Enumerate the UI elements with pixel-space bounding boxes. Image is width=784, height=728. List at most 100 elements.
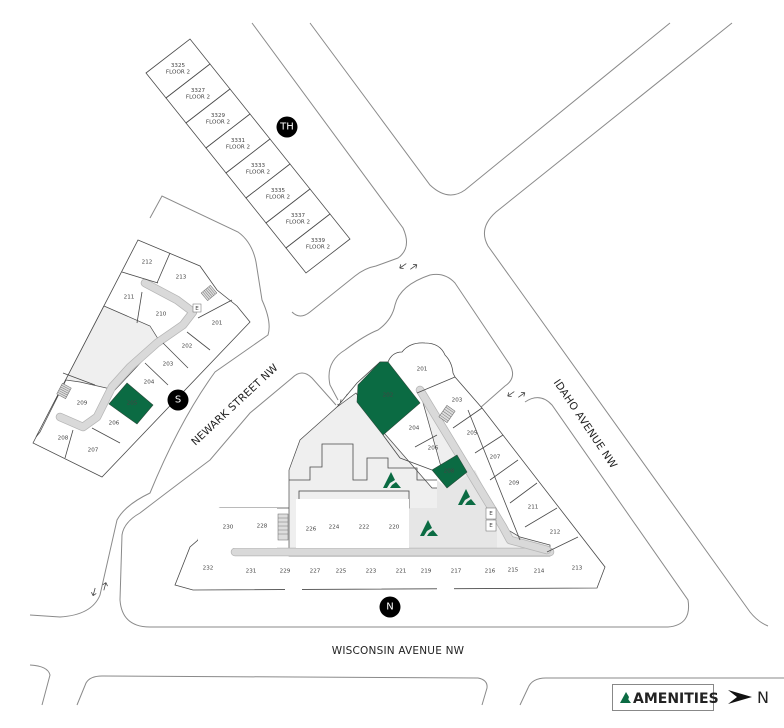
amenity-icon[interactable] — [458, 489, 476, 505]
marker-townhouses[interactable]: TH — [276, 116, 298, 138]
elevator-box — [485, 519, 497, 532]
unit-label-224[interactable]: 224 — [329, 525, 340, 531]
unit-label-207[interactable]: 207 — [490, 455, 501, 461]
unit-label-206[interactable]: 206 — [109, 421, 120, 427]
townhouse-unit-floor: FLOOR 2 — [206, 120, 230, 126]
unit-label-201[interactable]: 201 — [212, 321, 223, 327]
amenity-icon-notch — [626, 699, 631, 703]
unit-label-228[interactable]: 228 — [257, 524, 268, 530]
unit-label-210[interactable]: 210 — [156, 312, 167, 318]
unit-label-211[interactable]: 211 — [124, 295, 135, 301]
south-building: 212 213 211 210 201 202 203 204 205 206 209 208 207 E — [32, 239, 251, 478]
south-common-area — [35, 305, 161, 438]
townhouse-unit-floor: FLOOR 2 — [286, 220, 310, 226]
unit-label-202[interactable]: 202 — [182, 344, 193, 350]
unit-label-231[interactable]: 231 — [246, 569, 257, 575]
townhouse-unit-number: 3337 — [291, 213, 306, 219]
ne-wing-corridor — [416, 386, 551, 554]
unit-label-220[interactable]: 220 — [389, 525, 400, 531]
unit-label-203[interactable]: 203 — [163, 362, 174, 368]
townhouse-unit-number: 3327 — [191, 88, 206, 94]
amenity-markers — [383, 472, 476, 536]
south-corridor — [56, 279, 197, 431]
arrow-pair-icon — [399, 263, 418, 270]
north-unit-walls — [198, 499, 454, 590]
unit-label-204[interactable]: 204 — [144, 380, 155, 386]
street-label-idaho: IDAHO AVENUE NW — [551, 377, 620, 471]
unit-label-208[interactable]: 208 — [444, 469, 455, 475]
unit-label-201[interactable]: 201 — [417, 367, 428, 373]
curb-south-middle — [76, 675, 488, 706]
amenity-icon[interactable] — [420, 520, 438, 536]
townhouse-unit-floor: FLOOR 2 — [306, 245, 330, 251]
unit-label-205[interactable]: 205 — [127, 401, 138, 407]
unit-label-205[interactable]: 205 — [467, 431, 478, 437]
unit-label-208[interactable]: 208 — [58, 436, 69, 442]
marker-s-label: S — [175, 395, 181, 406]
unit-label-217[interactable]: 217 — [451, 569, 462, 575]
unit-205-highlight[interactable] — [108, 382, 154, 425]
unit-label-206[interactable]: 206 — [428, 446, 439, 452]
unit-label-207[interactable]: 207 — [88, 448, 99, 454]
unit-label-225[interactable]: 225 — [336, 569, 347, 575]
marker-north[interactable]: N — [379, 596, 401, 618]
north-building: 201 202 203 204 205 206 207 208 209 211 212 213 214 2… — [174, 342, 606, 591]
unit-label-209[interactable]: 209 — [509, 481, 520, 487]
north-arrow-icon — [728, 690, 752, 704]
curb-south-right — [519, 677, 784, 706]
elevator-label: E — [489, 511, 493, 517]
curb-alley — [29, 195, 270, 618]
unit-208-highlight[interactable] — [431, 454, 468, 489]
unit-label-202[interactable]: 202 — [383, 393, 394, 399]
townhouse-unit-number: 3325 — [171, 63, 186, 69]
elevator-label: E — [195, 306, 199, 312]
marker-n-label: N — [386, 602, 393, 613]
unit-label-213[interactable]: 213 — [572, 566, 583, 572]
townhouse-unit-number: 3333 — [251, 163, 266, 169]
townhouse-unit-floor: FLOOR 2 — [186, 95, 210, 101]
unit-label-223[interactable]: 223 — [366, 569, 377, 575]
north-unit-labels: 201 202 203 204 205 206 207 208 209 211 212 213 214 2… — [203, 367, 583, 575]
townhouse-unit-number: 3329 — [211, 113, 226, 119]
arrow-pair-icon — [91, 582, 108, 597]
unit-label-222[interactable]: 222 — [359, 525, 370, 531]
unit-label-226[interactable]: 226 — [306, 527, 317, 533]
south-unit-walls — [62, 252, 233, 459]
unit-202-highlight[interactable] — [356, 361, 421, 436]
unit-label-216[interactable]: 216 — [485, 569, 496, 575]
elevator-box — [192, 303, 202, 313]
unit-label-227[interactable]: 227 — [310, 569, 321, 575]
unit-label-229[interactable]: 229 — [280, 569, 291, 575]
unit-label-232[interactable]: 232 — [203, 566, 214, 572]
elevator-label: E — [489, 523, 493, 529]
unit-label-214[interactable]: 214 — [534, 569, 545, 575]
townhouse-unit-floor: FLOOR 2 — [246, 170, 270, 176]
townhouse-unit-number: 3339 — [311, 238, 326, 244]
unit-label-213[interactable]: 213 — [176, 275, 187, 281]
unit-label-215[interactable]: 215 — [508, 568, 519, 574]
marker-south[interactable]: S — [167, 389, 189, 411]
curb-north-west — [309, 22, 671, 196]
unit-label-209[interactable]: 209 — [77, 401, 88, 407]
unit-label-203[interactable]: 203 — [452, 398, 463, 404]
unit-label-211[interactable]: 211 — [528, 505, 539, 511]
marker-th-label: TH — [279, 122, 294, 133]
unit-label-212[interactable]: 212 — [550, 530, 561, 536]
unit-label-204[interactable]: 204 — [409, 426, 420, 432]
ne-wing-unit-walls — [382, 376, 579, 553]
courtyard-step-wall — [289, 443, 437, 481]
elevator-box — [485, 507, 497, 520]
unit-label-221[interactable]: 221 — [396, 569, 407, 575]
south-unit-labels: 212 213 211 210 201 202 203 204 205 206 209 208 207 E — [58, 260, 223, 454]
legend-amenities-label: AMENITIES — [633, 691, 719, 707]
townhouse-unit-floor: FLOOR 2 — [226, 145, 250, 151]
unit-label-219[interactable]: 219 — [421, 569, 432, 575]
amenity-icon[interactable] — [383, 472, 401, 488]
curb-south-left — [29, 664, 51, 706]
unit-label-212[interactable]: 212 — [142, 260, 153, 266]
unit-label-230[interactable]: 230 — [223, 525, 234, 531]
stairs-icon — [438, 405, 456, 423]
